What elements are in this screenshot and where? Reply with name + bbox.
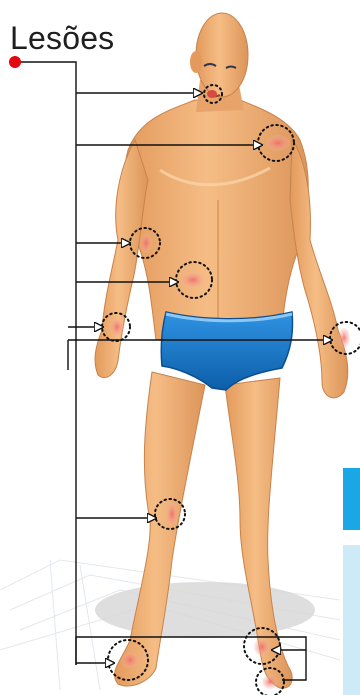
wound-abdomen — [181, 272, 205, 288]
wound-right-foot — [121, 652, 139, 668]
connector-title — [16, 62, 76, 665]
briefs — [161, 312, 292, 390]
ear — [190, 51, 202, 73]
wound-right-forearm — [140, 233, 152, 253]
floor-shadow — [95, 582, 315, 638]
right-arm — [95, 140, 148, 378]
wound-left-foot — [262, 675, 278, 689]
start-dot — [9, 56, 21, 68]
wound-left-shoulder — [266, 135, 290, 151]
wound-right-knee — [166, 502, 178, 526]
wound-right-wrist — [110, 318, 124, 336]
left-arm — [290, 138, 348, 398]
wound-mouth — [207, 90, 217, 98]
wound-left-hand — [338, 328, 350, 348]
head — [196, 13, 248, 97]
right-leg — [115, 372, 205, 686]
wound-left-ankle — [254, 638, 270, 656]
